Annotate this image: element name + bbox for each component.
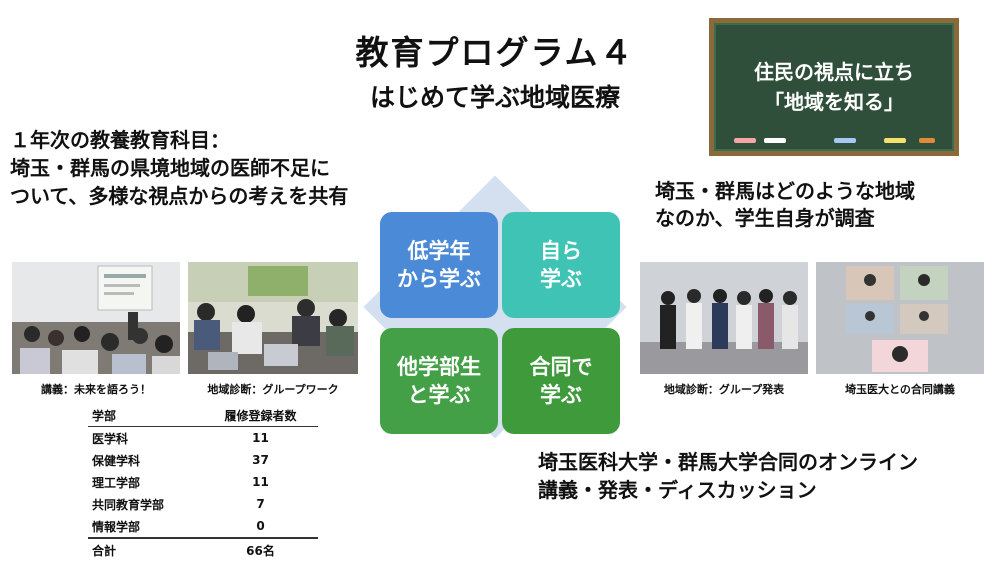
blackboard: 住民の視点に立ち 「地域を知る」 — [709, 18, 959, 156]
photo-caption-joint-lecture: 埼玉医大との合同講義 — [845, 383, 955, 396]
photo-group-presentation — [640, 262, 808, 374]
photo-lecture — [12, 262, 180, 374]
page-title: 教育プログラム４ — [355, 33, 635, 72]
photo-caption-group-work: 地域診断：グループワーク — [207, 383, 339, 396]
photo-joint-lecture — [816, 262, 984, 374]
header-enrollment: 履修登録者数 — [203, 404, 318, 427]
header-faculty: 学部 — [88, 404, 203, 427]
table-row: 医学科 11 — [88, 427, 318, 450]
quadrant-joint-learning: 合同で 学ぶ — [502, 328, 620, 434]
faculty-name: 保健学科 — [92, 453, 141, 468]
quadrant-self-learning: 自ら 学ぶ — [502, 212, 620, 318]
table-row: 情報学部 0 — [88, 515, 318, 538]
research-description: 埼玉・群馬はどのような地域 なのか、学生自身が調査 — [655, 179, 915, 230]
total-count: 66名 — [203, 537, 318, 561]
blackboard-line-2: 「地域を知る」 — [764, 90, 904, 114]
chalk-blue — [834, 138, 856, 143]
table-row: 保健学科 37 — [88, 449, 318, 471]
enrollment-count: 7 — [256, 497, 265, 511]
photo-caption-group-presentation: 地域診断：グループ発表 — [663, 383, 785, 396]
enrollment-count: 11 — [252, 475, 269, 489]
enrollment-count: 0 — [256, 519, 265, 533]
enrollment-count: 11 — [252, 431, 269, 445]
table-total-row: 合計 66名 — [88, 537, 318, 561]
faculty-name: 情報学部 — [92, 519, 141, 534]
quadrant-early-years: 低学年 から学ぶ — [380, 212, 498, 318]
blackboard-line-1: 住民の視点に立ち — [754, 60, 914, 84]
enrollment-table: 学部 履修登録者数 医学科 11 保健学科 37 理工学部 11 共同教育学部 … — [88, 404, 318, 561]
joint-lecture-description: 埼玉医科大学・群馬大学合同のオンライン 講義・発表・ディスカッション — [538, 450, 918, 502]
course-description: １年次の教養教育科目： 埼玉・群馬の県境地域の医師不足に ついて、多様な視点から… — [10, 128, 349, 208]
total-label: 合計 — [88, 537, 203, 561]
faculty-name: 共同教育学部 — [92, 497, 165, 512]
chalk-white — [764, 138, 786, 143]
quadrant-other-faculties: 他学部生 と学ぶ — [380, 328, 498, 434]
eraser — [919, 138, 935, 143]
blackboard-text: 住民の視点に立ち 「地域を知る」 — [714, 57, 954, 117]
photo-caption-lecture: 講義：未来を語ろう！ — [41, 383, 151, 396]
enrollment-count: 37 — [252, 453, 269, 467]
page-subtitle: はじめて学ぶ地域医療 — [369, 83, 620, 112]
photo-group-work — [188, 262, 358, 374]
chalk-yellow — [884, 138, 906, 143]
table-row: 共同教育学部 7 — [88, 493, 318, 515]
faculty-name: 理工学部 — [92, 475, 141, 490]
chalk-pink — [734, 138, 756, 143]
table-row: 理工学部 11 — [88, 471, 318, 493]
faculty-name: 医学科 — [92, 431, 129, 446]
table-header-row: 学部 履修登録者数 — [88, 404, 318, 427]
